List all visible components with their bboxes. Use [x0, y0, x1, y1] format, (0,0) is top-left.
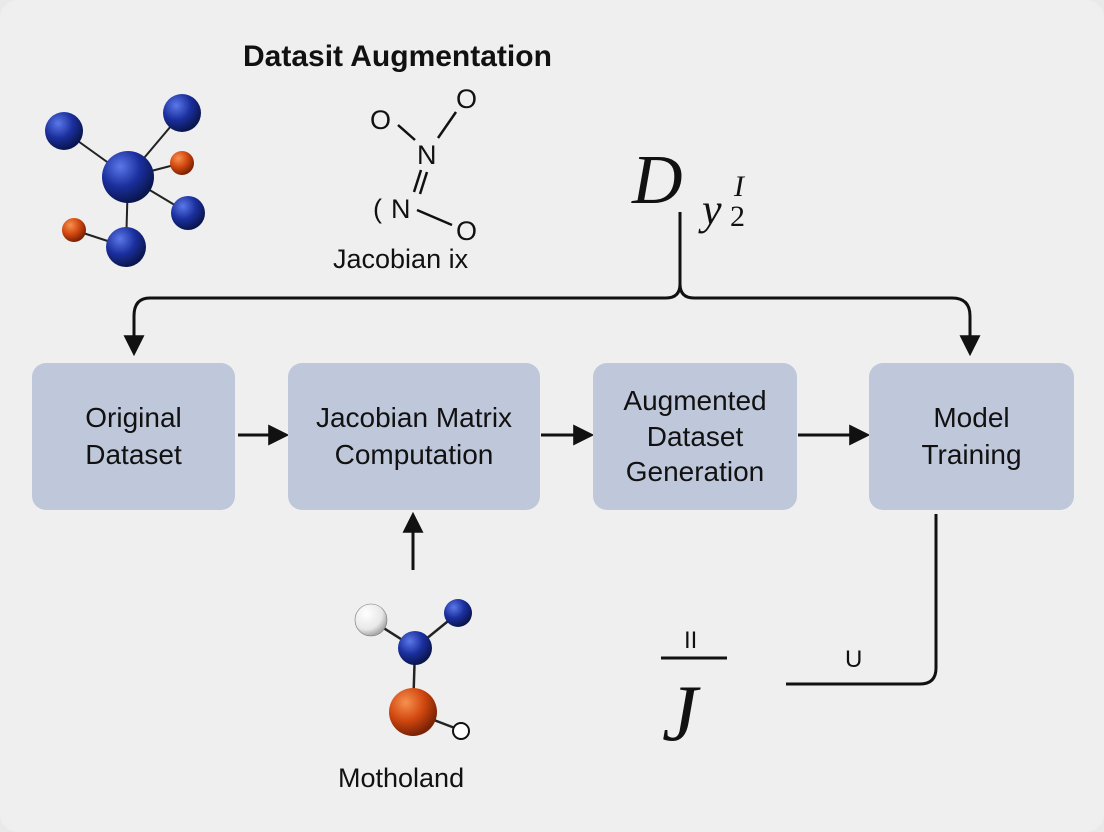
- atom-orange: [62, 218, 86, 242]
- atom-small-ring: [452, 722, 470, 740]
- atom-n-upper: N: [417, 140, 437, 170]
- atom-n-lower: N: [391, 194, 411, 224]
- formula-base: D: [631, 142, 683, 219]
- molecule-bottom: [354, 599, 472, 740]
- atom-blue-center: [102, 151, 154, 203]
- atom-blue: [106, 227, 146, 267]
- j-symbol: II J: [661, 627, 727, 758]
- box-jacobian-line2: Computation: [334, 438, 494, 470]
- model-return-line: [786, 514, 938, 686]
- j-symbol-letter: J: [662, 670, 701, 758]
- nitro-caption: Jacobian ix: [333, 244, 469, 274]
- molecule-caption: Motholand: [338, 763, 465, 793]
- atom-blue: [163, 94, 201, 132]
- box-model-line1: Model: [933, 402, 1010, 434]
- box-original-dataset: Original Dataset: [32, 363, 235, 510]
- atom-blue: [45, 112, 83, 150]
- atom-o-top: O: [456, 84, 477, 114]
- atom-blue-center: [398, 631, 432, 665]
- j-symbol-top: II: [684, 627, 697, 654]
- formula-sub: y: [698, 185, 722, 234]
- box-model-training: Model Training: [869, 363, 1074, 510]
- formula-d: D y I 2: [631, 142, 746, 234]
- atom-blue: [171, 196, 205, 230]
- box-jacobian-line1: Jacobian Matrix: [315, 402, 513, 434]
- box-augmented-line3: Generation: [625, 456, 765, 488]
- box-model-line2: Training: [921, 438, 1022, 470]
- box-augmented-line1: Augmented: [623, 384, 767, 416]
- box-jacobian-computation: Jacobian Matrix Computation: [288, 363, 540, 510]
- atom-paren: (: [373, 194, 382, 224]
- atom-orange: [170, 151, 194, 175]
- atom-orange-large: [389, 688, 437, 736]
- box-augmented-dataset-generation: Augmented Dataset Generation: [593, 363, 797, 510]
- atom-blue: [444, 599, 472, 627]
- formula-sub2: 2: [730, 200, 745, 233]
- atom-white: [354, 603, 388, 637]
- box-augmented-line2: Dataset: [646, 420, 744, 452]
- atom-o-left: O: [370, 105, 391, 135]
- formula-sup: I: [733, 170, 746, 203]
- split-connector: [123, 212, 981, 357]
- box-original-line1: Original: [85, 402, 182, 434]
- molecule-top-left: [45, 94, 205, 267]
- atom-o-lower: O: [456, 216, 477, 246]
- nitro-structure: O O N ( N O: [370, 84, 477, 246]
- u-label: U: [845, 646, 862, 673]
- diagram-title: Datasit Augmentation: [243, 40, 552, 73]
- box-original-line2: Dataset: [85, 438, 182, 470]
